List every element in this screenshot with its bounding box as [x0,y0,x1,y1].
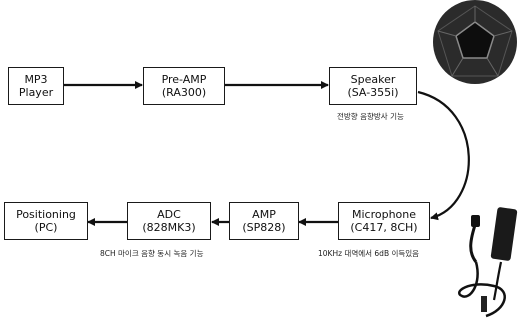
node-microphone-sublabel: (C417, 8CH) [350,221,418,234]
node-pre-amp-label: Pre-AMP [161,73,207,86]
node-positioning-sublabel: (PC) [34,221,58,234]
caption-speaker: 전방향 음향방사 기능 [337,112,404,121]
node-mp3-player-sublabel: Player [18,86,54,99]
node-speaker: Speaker (SA-355i) [329,67,417,105]
node-mp3-player-label: MP3 [24,73,48,86]
arrow-speaker-to-microphone [417,90,470,221]
node-positioning-label: Positioning [16,208,76,221]
node-amp-label: AMP [252,208,276,221]
caption-microphone: 10KHz 대역에서 6dB 이득있음 [318,249,420,258]
node-adc-label: ADC [157,208,181,221]
node-adc-sublabel: (828MK3) [142,221,196,234]
node-positioning: Positioning (PC) [4,202,88,240]
node-mp3-player: MP3 Player [8,67,64,105]
node-pre-amp-sublabel: (RA300) [161,86,207,99]
node-pre-amp: Pre-AMP (RA300) [143,67,225,105]
node-adc: ADC (828MK3) [127,202,211,240]
node-microphone: Microphone (C417, 8CH) [338,202,430,240]
caption-adc: 8CH 마이크 음향 동시 녹음 기능 [100,249,204,258]
node-amp: AMP (SP828) [229,202,299,240]
node-speaker-sublabel: (SA-355i) [347,86,399,99]
node-speaker-label: Speaker [350,73,396,86]
microphone-photo [458,207,518,318]
node-amp-sublabel: (SP828) [242,221,286,234]
node-microphone-label: Microphone [351,208,417,221]
speaker-photo [433,0,517,84]
